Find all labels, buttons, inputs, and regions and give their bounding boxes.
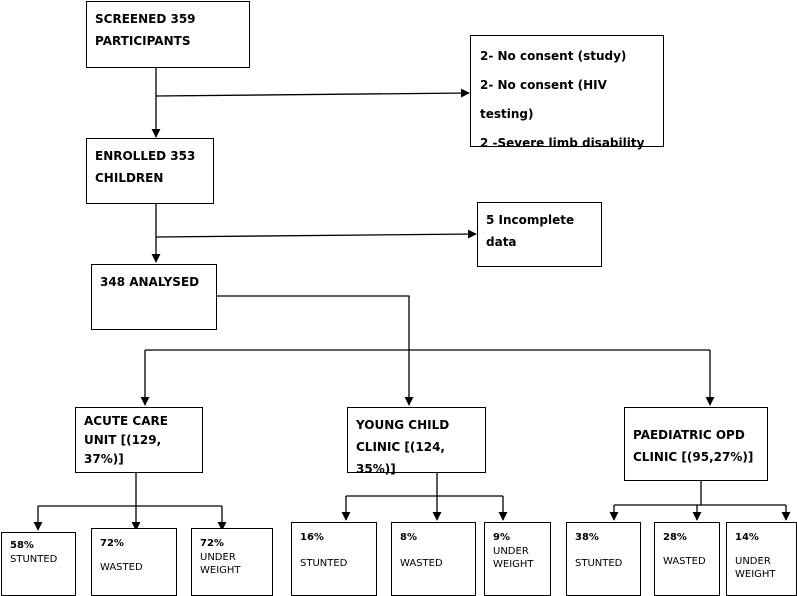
- paed-stunted-label: STUNTED: [575, 558, 623, 569]
- acute-care-text: ACUTE CARE UNIT [(129, 37%)]: [84, 414, 168, 466]
- acute-wasted-pct: 72%: [100, 538, 124, 549]
- paed-wasted-box: 28% WASTED: [654, 522, 720, 596]
- acute-care-box: ACUTE CARE UNIT [(129, 37%)]: [75, 407, 203, 473]
- young-underweight-box: 9% UNDER WEIGHT: [484, 522, 551, 596]
- screened-box: SCREENED 359 PARTICIPANTS: [86, 1, 250, 68]
- paed-underweight-box: 14% UNDER WEIGHT: [726, 522, 797, 596]
- incomplete-box: 5 Incomplete data: [477, 202, 602, 267]
- young-wasted-pct: 8%: [400, 532, 417, 543]
- acute-underweight-label: UNDER WEIGHT: [200, 552, 241, 576]
- exclusion-2: 2- No consent (HIV testing): [480, 78, 607, 121]
- young-underweight-pct: 9%: [493, 532, 510, 543]
- acute-underweight-box: 72% UNDER WEIGHT: [191, 528, 273, 596]
- screened-text: SCREENED 359 PARTICIPANTS: [95, 12, 196, 48]
- acute-stunted-pct: 58%: [10, 540, 34, 551]
- exclusion-1: 2- No consent (study): [480, 49, 627, 63]
- paed-underweight-pct: 14%: [735, 532, 759, 543]
- young-child-text: YOUNG CHILD CLINIC [(124, 35%)]: [356, 418, 450, 476]
- paed-stunted-box: 38% STUNTED: [566, 522, 641, 596]
- young-stunted-box: 16% STUNTED: [291, 522, 377, 596]
- acute-wasted-label: WASTED: [100, 562, 143, 573]
- paediatric-opd-box: PAEDIATRIC OPD CLINIC [(95,27%)]: [624, 407, 768, 481]
- acute-wasted-box: 72% WASTED: [91, 528, 177, 596]
- paed-wasted-pct: 28%: [663, 532, 687, 543]
- young-wasted-label: WASTED: [400, 558, 443, 569]
- paediatric-opd-text: PAEDIATRIC OPD CLINIC [(95,27%)]: [633, 428, 754, 464]
- acute-underweight-pct: 72%: [200, 538, 224, 549]
- line-analysed-split: [217, 295, 410, 350]
- paed-stunted-pct: 38%: [575, 532, 599, 543]
- incomplete-text: 5 Incomplete data: [486, 213, 575, 249]
- analysed-box: 348 ANALYSED: [91, 264, 217, 330]
- acute-stunted-label: STUNTED: [10, 554, 58, 565]
- exclusions-box: 2- No consent (study) 2- No consent (HIV…: [470, 35, 664, 150]
- young-wasted-box: 8% WASTED: [391, 522, 476, 596]
- young-stunted-pct: 16%: [300, 532, 324, 543]
- young-child-box: YOUNG CHILD CLINIC [(124, 35%)]: [347, 407, 486, 476]
- enrolled-text: ENROLLED 353 CHILDREN: [95, 149, 196, 185]
- young-stunted-label: STUNTED: [300, 558, 348, 569]
- young-underweight-label: UNDER WEIGHT: [493, 546, 534, 570]
- paed-underweight-label: UNDER WEIGHT: [735, 556, 776, 580]
- exclusion-3: 2 -Severe limb disability: [480, 136, 645, 150]
- paed-wasted-label: WASTED: [663, 556, 706, 567]
- analysed-text: 348 ANALYSED: [100, 275, 200, 289]
- arrow-to-exclusions: [155, 88, 470, 98]
- arrow-to-incomplete: [155, 229, 477, 239]
- enrolled-box: ENROLLED 353 CHILDREN: [86, 138, 214, 204]
- acute-stunted-box: 58% STUNTED: [1, 532, 76, 596]
